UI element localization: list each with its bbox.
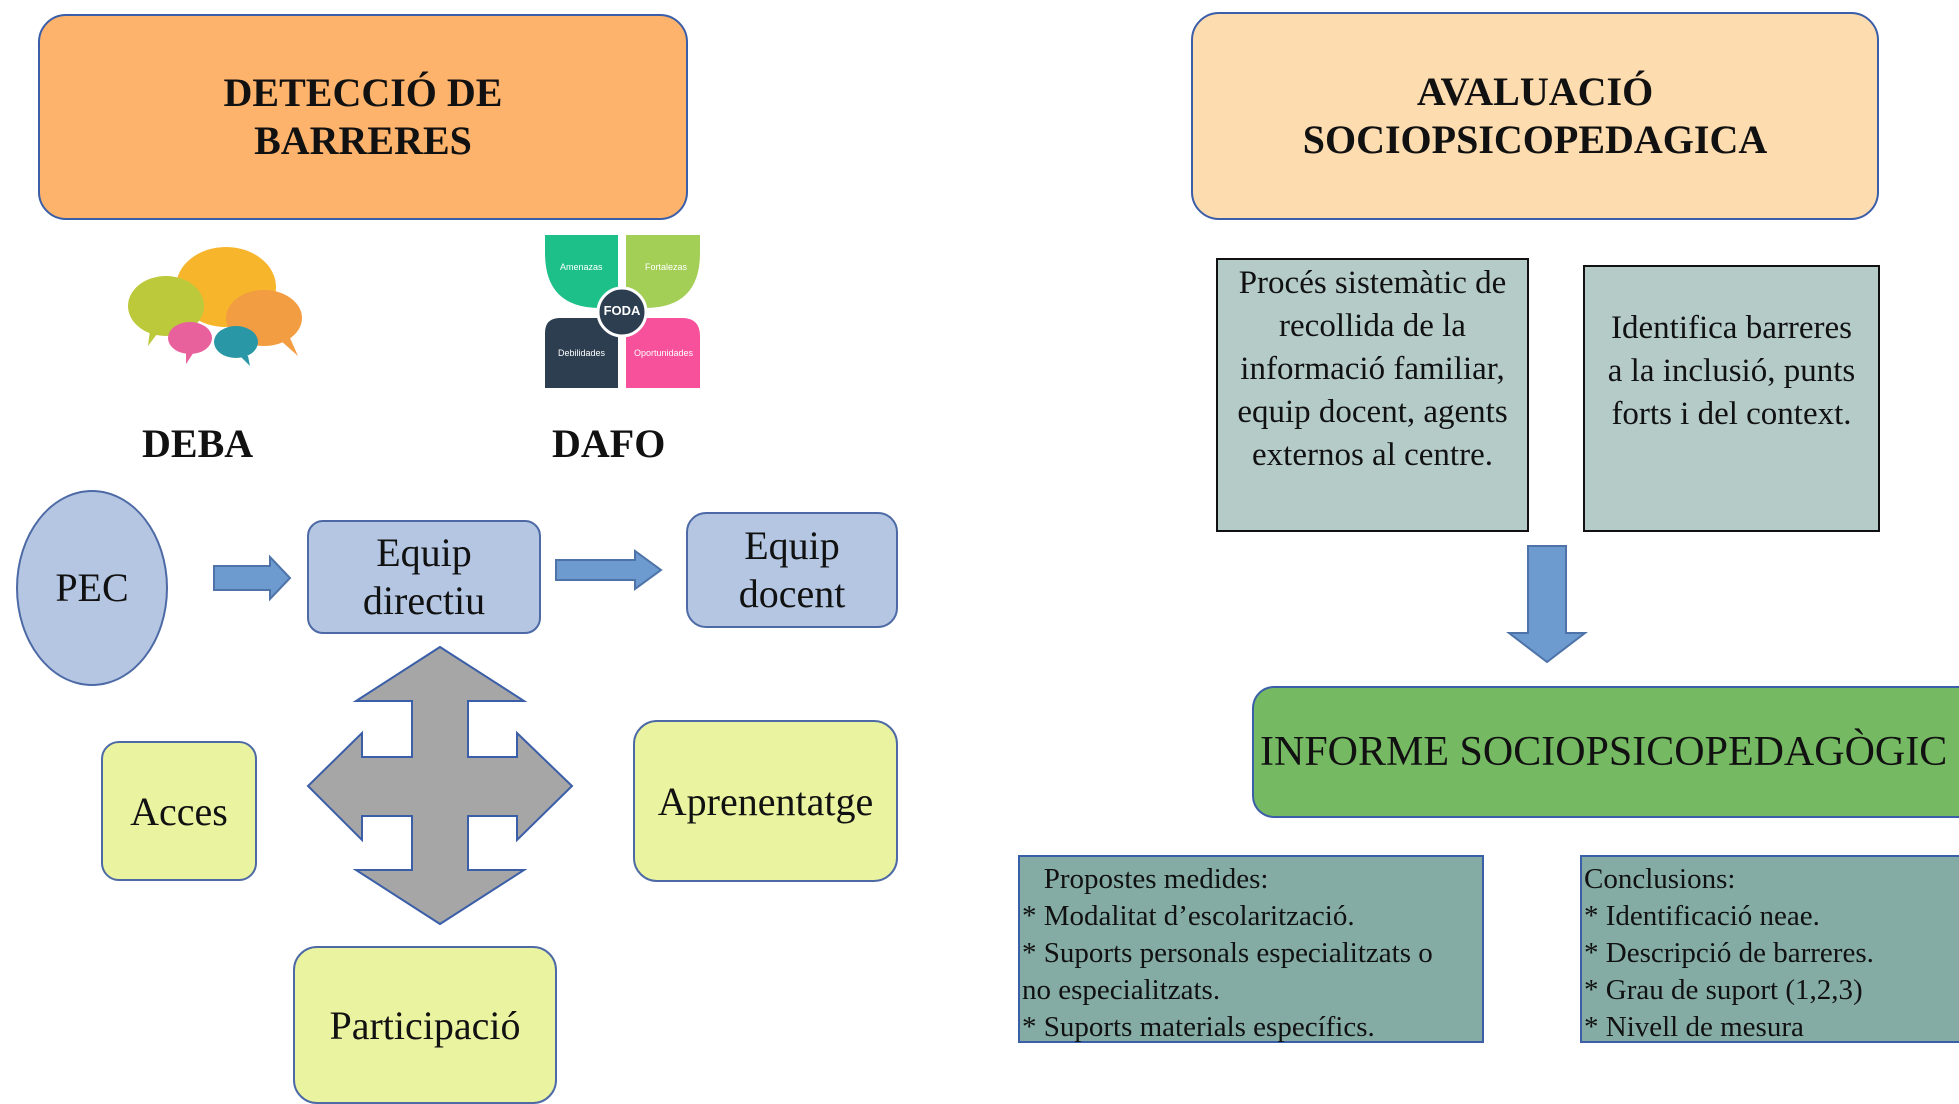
identify-box: Identifica barreres a la inclusió, punts… — [1583, 265, 1880, 532]
acces-box: Acces — [101, 741, 257, 881]
process-text: Procés sistemàtic de recollida de la inf… — [1237, 262, 1507, 477]
equip-directiu-label: Equip directiu — [362, 530, 486, 623]
arrow-pec-to-directiu — [213, 554, 292, 602]
arrow-directiu-to-docent — [555, 549, 663, 591]
conclusions-line: * Nivell de mesura — [1584, 1011, 1804, 1043]
pec-ellipse: PEC — [16, 490, 168, 686]
participacio-label: Participació — [329, 1002, 521, 1048]
conclusions-line: * Descripció de barreres. — [1584, 937, 1874, 969]
detection-title-box: DETECCIÓ DE BARRERES — [38, 14, 688, 220]
acces-label: Acces — [130, 788, 228, 834]
foda-quadrant-fortalezas: Fortalezas — [645, 262, 688, 272]
aprenentatge-box: Aprenentatge — [633, 720, 898, 882]
proposals-line: Propostes medides: — [1022, 863, 1269, 895]
foda-quadrant-oportunidades: Oportunidades — [634, 348, 694, 358]
dafo-label: DAFO — [552, 421, 666, 466]
proposals-line: * Modalitat d’escolarització. — [1022, 900, 1355, 932]
process-line: externos al centre. — [1252, 437, 1493, 473]
report-title: INFORME SOCIOPSICOPEDAGÒGIC — [1260, 729, 1948, 775]
proposals-line: * Suports materials específics. — [1022, 1011, 1375, 1043]
identify-text: Identifica barreres a la inclusió, punts… — [1608, 307, 1855, 436]
evaluation-title: AVALUACIÓ SOCIOPSICOPEDAGICA — [1302, 69, 1768, 162]
proposals-line: no especialitzats. — [1022, 974, 1221, 1006]
proposals-line: * Suports personals especialitzats o — [1022, 937, 1433, 969]
conclusions-line: Conclusions: — [1584, 863, 1736, 895]
foda-center-label: FODA — [603, 303, 641, 318]
proposals-box: Propostes medides: * Modalitat d’escolar… — [1018, 855, 1484, 1043]
arrow-down-to-report — [1506, 545, 1588, 664]
aprenentatge-label: Aprenentatge — [657, 778, 874, 824]
deba-label: DEBA — [142, 421, 254, 466]
evaluation-title-box: AVALUACIÓ SOCIOPSICOPEDAGICA — [1191, 12, 1879, 220]
conclusions-box: Conclusions: * Identificació neae. * Des… — [1580, 855, 1959, 1043]
process-line: informació familiar, — [1240, 351, 1505, 387]
report-box: INFORME SOCIOPSICOPEDAGÒGIC — [1252, 686, 1959, 818]
identify-line: forts i del context. — [1611, 396, 1852, 432]
equip-directiu-box: Equip directiu — [307, 520, 541, 634]
equip-docent-label: Equip docent — [738, 523, 846, 616]
process-box: Procés sistemàtic de recollida de la inf… — [1216, 258, 1529, 532]
participacio-box: Participació — [293, 946, 557, 1104]
foda-quadrant-debilidades: Debilidades — [558, 348, 606, 358]
foda-quadrant-amenazas: Amenazas — [560, 262, 603, 272]
process-line: recollida de la — [1279, 308, 1466, 344]
process-line: Procés sistemàtic de — [1238, 265, 1507, 301]
detection-title: DETECCIÓ DE BARRERES — [223, 70, 503, 163]
pec-label: PEC — [55, 565, 129, 610]
identify-line: a la inclusió, punts — [1607, 353, 1856, 389]
conclusions-line: * Identificació neae. — [1584, 900, 1820, 932]
equip-docent-box: Equip docent — [686, 512, 898, 628]
process-line: equip docent, agents — [1237, 394, 1508, 430]
identify-line: Identifica barreres — [1611, 310, 1852, 346]
four-way-cross-arrow — [306, 645, 574, 926]
conclusions-line: * Grau de suport (1,2,3) — [1584, 974, 1863, 1006]
